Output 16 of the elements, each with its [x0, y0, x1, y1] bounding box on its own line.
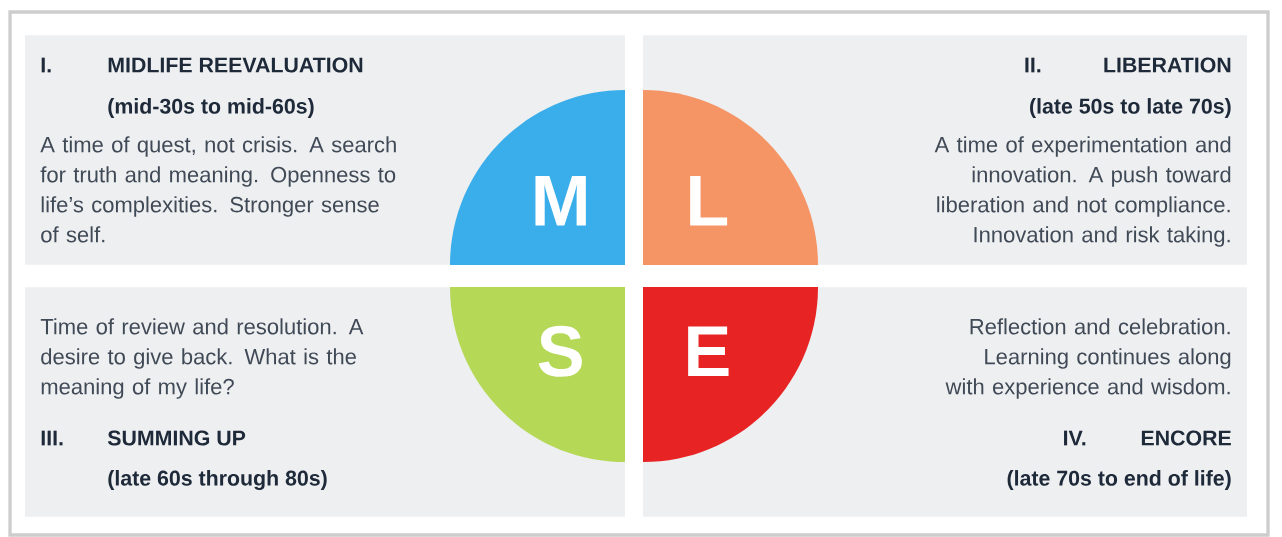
description: Time of review and resolution. A desire to give back. What is the meaning of my life?: [40, 318, 364, 399]
age-range: (late 50s to late 70s): [1030, 98, 1231, 118]
panel-heading: ENCORE: [1141, 430, 1231, 446]
description: A time of quest, not crisis. A search for truth and meaning. Openness to life’s complexities. Stronger sense of self.: [40, 136, 396, 243]
age-range: (late 70s to end of life): [1007, 470, 1231, 490]
panel-heading: SUMMING UP: [107, 430, 246, 446]
panel-heading: MIDLIFE REEVALUATION: [108, 57, 363, 73]
description: A time of experimentation and innovation. A push toward liberation and not compliance. Innovation and risk taking.: [934, 136, 1231, 247]
panel-heading: LIBERATION: [1104, 57, 1231, 73]
age-range: (late 60s through 80s): [108, 470, 327, 490]
description: Reflection and celebration. Learning continues along with experience and wisdom.: [945, 318, 1231, 399]
age-range: (mid-30s to mid-60s): [108, 98, 314, 118]
panel-number: I.: [41, 57, 51, 73]
panel-number: II.: [1025, 57, 1041, 73]
panel-number: IV.: [1064, 430, 1086, 446]
panel-number: III.: [41, 430, 63, 446]
